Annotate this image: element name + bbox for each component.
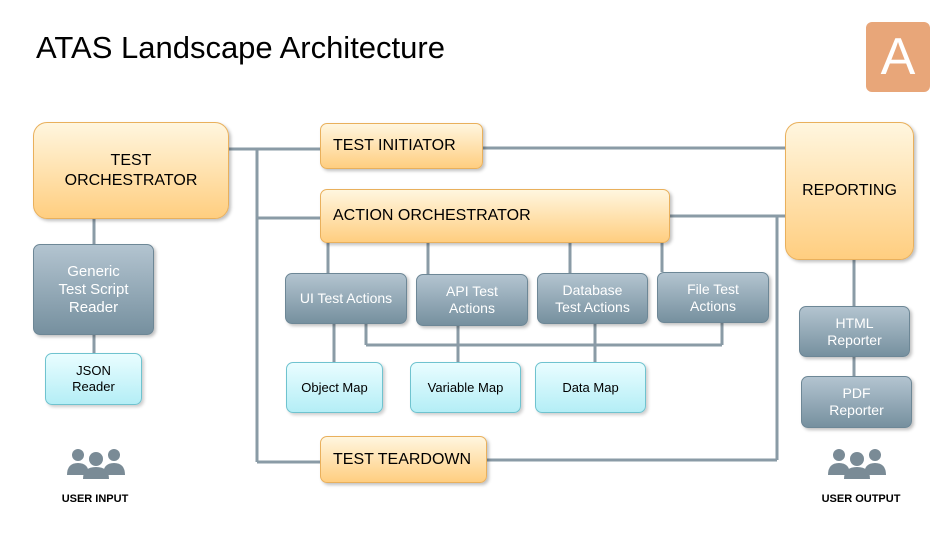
user-group-icon [828, 449, 886, 479]
page-title: ATAS Landscape Architecture [36, 30, 445, 65]
ui-test-actions-box: UI Test Actions [285, 273, 407, 324]
action-orchestrator-box: ACTION ORCHESTRATOR [320, 189, 670, 243]
test-initiator-box: TEST INITIATOR [320, 123, 483, 169]
database-test-actions-box: Database Test Actions [537, 273, 648, 324]
json-reader-box: JSON Reader [45, 353, 142, 405]
user-input-label: USER INPUT [61, 493, 129, 505]
reporting-box: REPORTING [785, 122, 914, 260]
test-orchestrator-box: TEST ORCHESTRATOR [33, 122, 229, 219]
variable-map-box: Variable Map [410, 362, 521, 413]
logo: A [866, 22, 930, 92]
user-output-label: USER OUTPUT [821, 493, 901, 505]
html-reporter-box: HTML Reporter [799, 306, 910, 357]
user-group-icon [67, 449, 125, 479]
file-test-actions-box: File Test Actions [657, 272, 769, 323]
pdf-reporter-box: PDF Reporter [801, 376, 912, 428]
generic-test-script-reader-box: Generic Test Script Reader [33, 244, 154, 335]
api-test-actions-box: API Test Actions [416, 274, 528, 326]
object-map-box: Object Map [286, 362, 383, 413]
data-map-box: Data Map [535, 362, 646, 413]
test-teardown-box: TEST TEARDOWN [320, 436, 487, 483]
